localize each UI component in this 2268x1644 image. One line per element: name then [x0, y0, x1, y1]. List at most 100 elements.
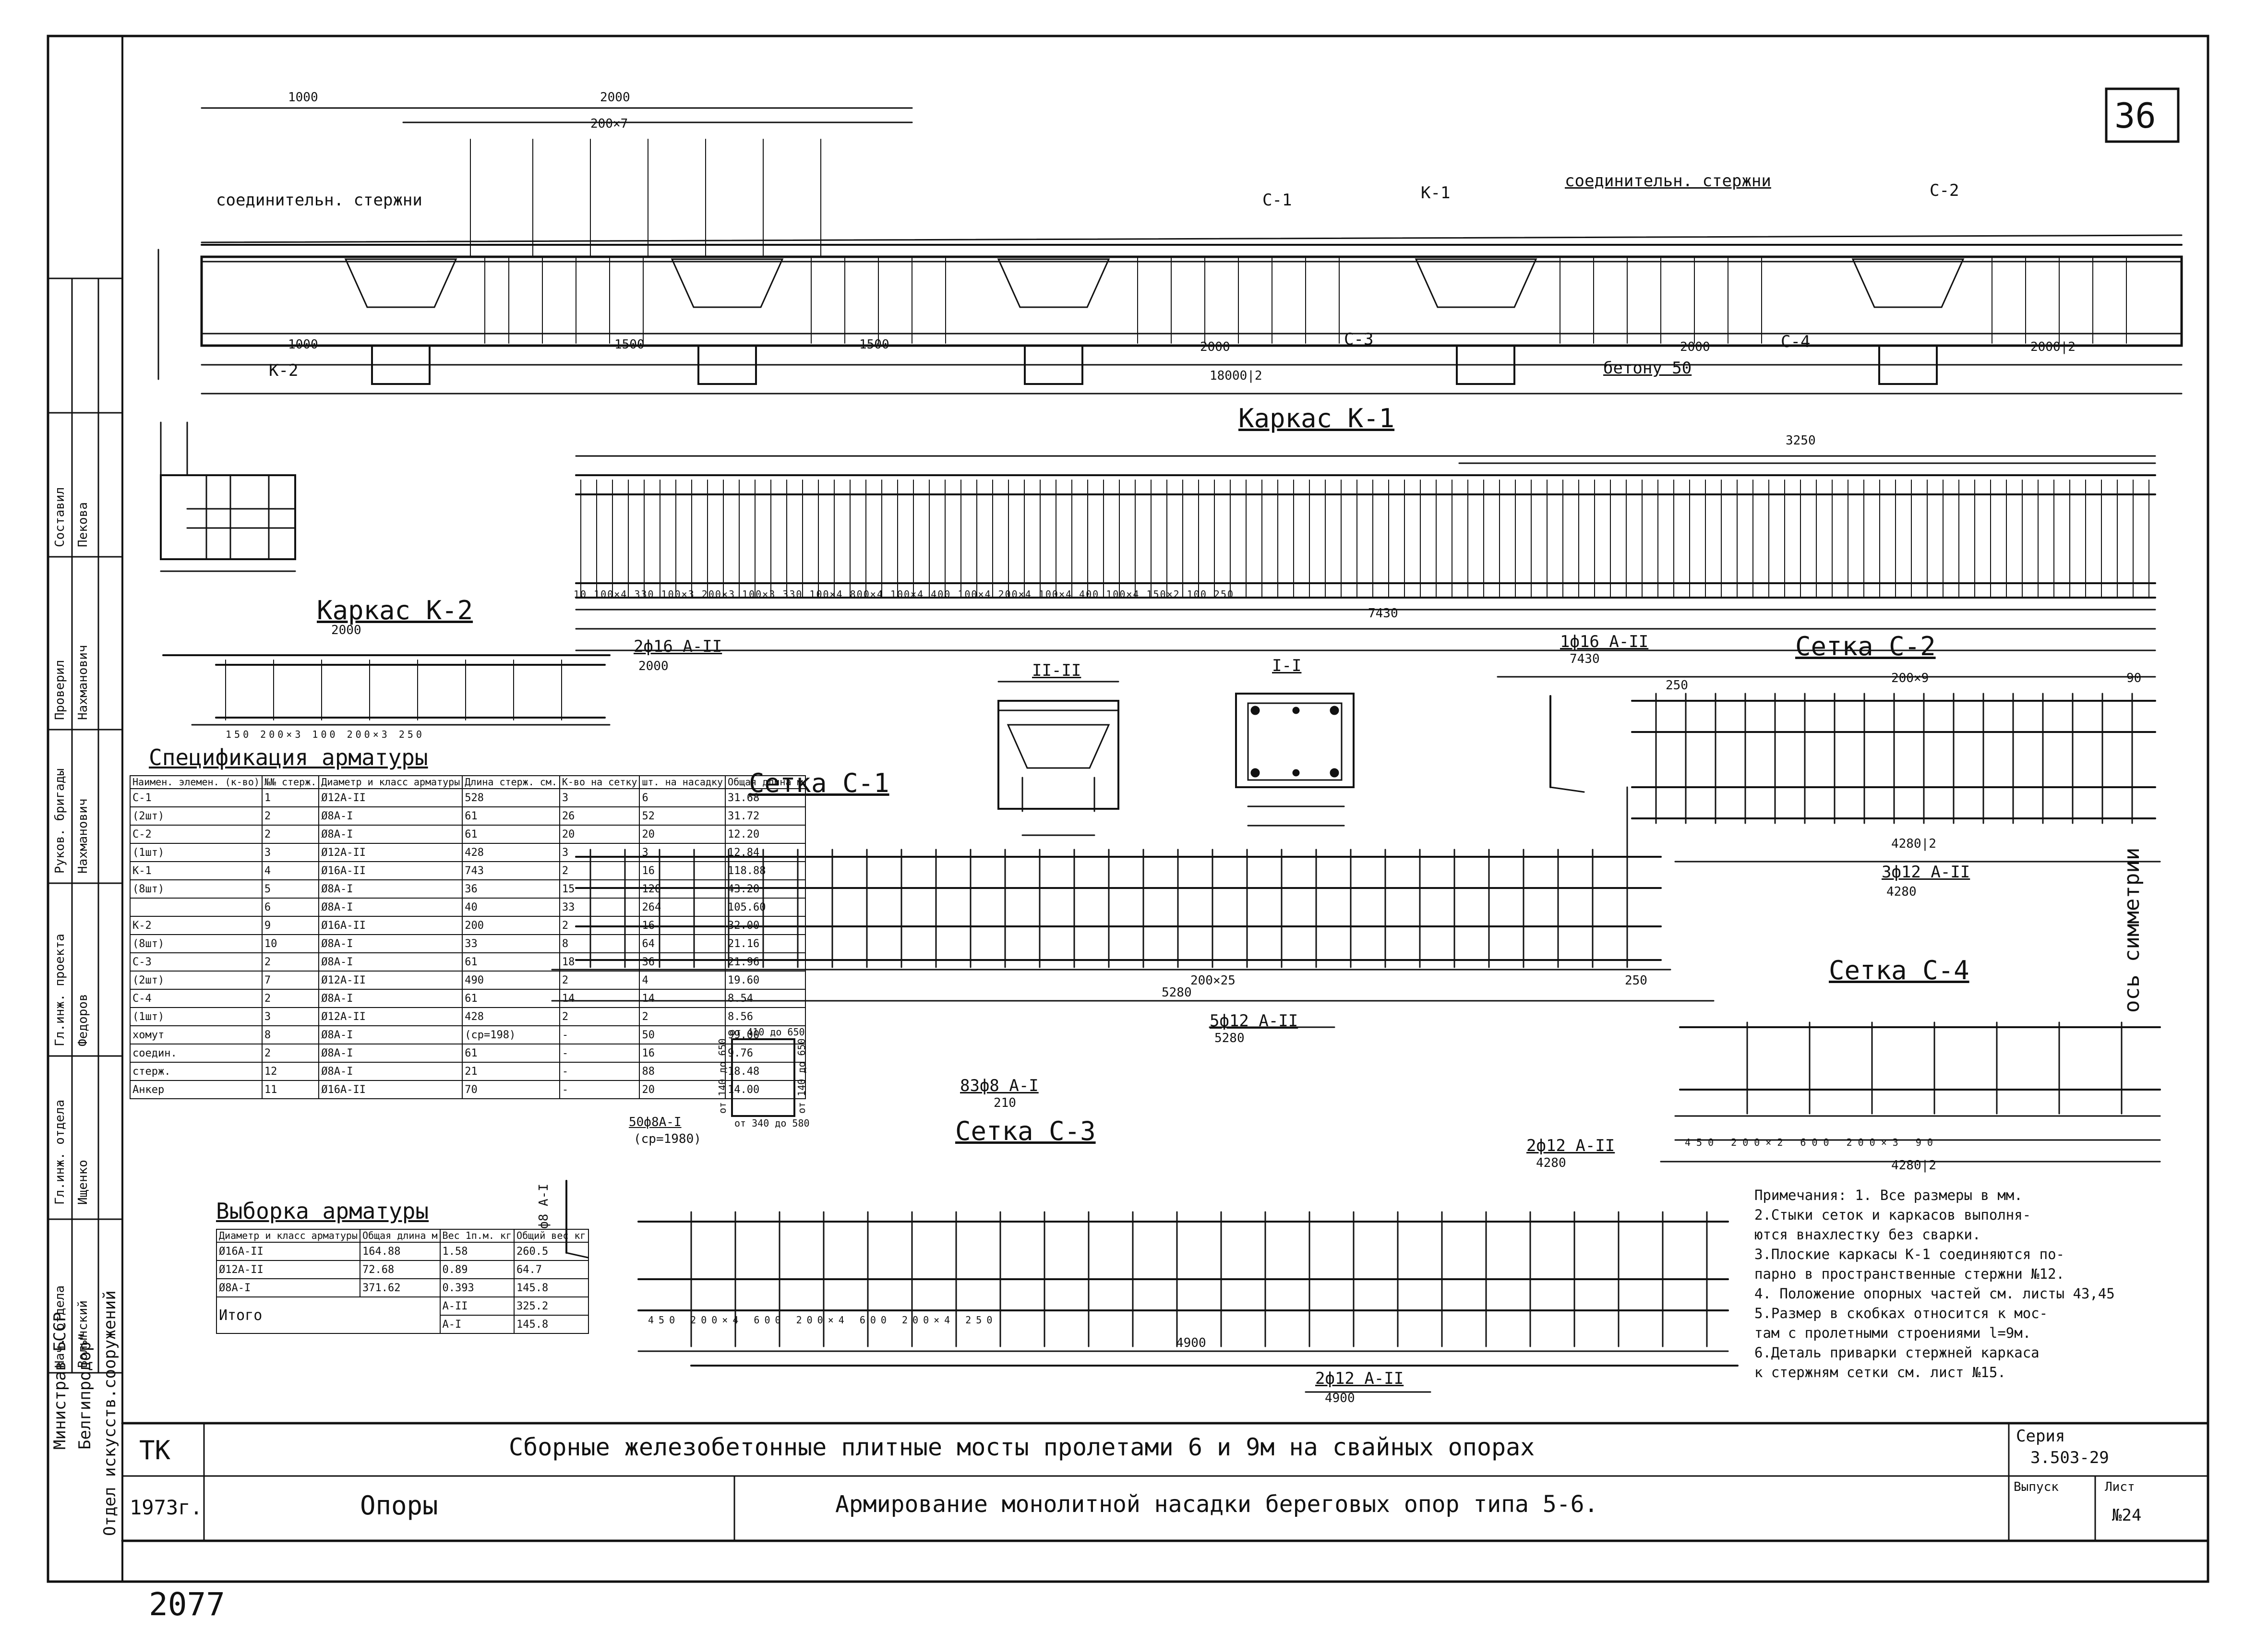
vyborka-total-class-1: А-II — [439, 1296, 515, 1316]
spec-cell: 61 — [462, 825, 560, 844]
spec-cell: 21.96 — [725, 952, 806, 972]
spec-cell: 21 — [462, 1062, 560, 1081]
spec-cell: 20 — [559, 825, 640, 844]
dim-c1-200x25: 200×25 — [1190, 973, 1236, 988]
role-3: Гл.инж. проекта — [53, 934, 67, 1046]
spec-cell: 31.72 — [725, 806, 806, 826]
dim-overall: 18000|2 — [1210, 369, 1262, 383]
spec-cell: Анкер — [130, 1080, 263, 1099]
spec-cell: 4 — [261, 861, 320, 880]
connecting-bars-label: соединительн. стержни — [216, 191, 422, 210]
spec-cell: К-1 — [130, 861, 263, 880]
dim-bot-2000b: 2000 — [1680, 340, 1710, 354]
role-name-2: Ищенко — [76, 1160, 90, 1205]
spec-cell: 20 — [639, 825, 726, 844]
spec-cell: стерж. — [130, 1062, 263, 1081]
sheet-number-box — [2105, 87, 2180, 143]
setka-c3-cross-bars — [690, 1211, 1708, 1347]
spec-cell: 8.56 — [725, 1007, 806, 1026]
spec-cell: 31.68 — [725, 788, 806, 807]
issue-label: Выпуск — [2014, 1480, 2059, 1494]
note-line: ются внахлестку без сварки. — [1754, 1226, 1981, 1243]
vyborka-title: Выборка арматуры — [216, 1198, 429, 1224]
spec-cell: 7 — [261, 971, 320, 990]
spec-header-3: Длина стерж. см. — [462, 775, 560, 789]
spec-cell: (8шт) — [130, 879, 263, 899]
note-line: 4. Положение опорных частей см. листы 43… — [1754, 1285, 2115, 1302]
spec-cell: Ø8А-I — [318, 1044, 463, 1063]
spec-cell: 6 — [261, 898, 320, 917]
setka-c4-label: Сетка С-4 — [1829, 955, 1969, 985]
spec-cell: 50 — [639, 1025, 726, 1044]
notes-block: Примечания: 1. Все размеры в мм.2.Стыки … — [1754, 1186, 2115, 1382]
role-name-3: Федоров — [76, 994, 90, 1046]
bar-3-spec: 3ф12 А-II — [1882, 863, 1970, 882]
part-title: Опоры — [360, 1490, 438, 1521]
spec-cell: 4 — [639, 971, 726, 990]
role-6: Составил — [53, 487, 67, 547]
setka-c3 — [637, 1221, 1739, 1393]
spec-cell: Ø8А-I — [318, 952, 463, 972]
bar-5-spec: 2ф12 А-II — [1526, 1136, 1615, 1155]
dim-c4-4280: 4280|2 — [1891, 1158, 1936, 1173]
sheet-label: Лист — [2105, 1480, 2135, 1494]
spec-cell: соедин. — [130, 1044, 263, 1063]
vyborka-cell: 371.62 — [359, 1278, 441, 1297]
spec-cell: 2 — [261, 806, 320, 826]
spec-cell: 19.60 — [725, 971, 806, 990]
note-line: Примечания: 1. Все размеры в мм. — [1754, 1187, 2023, 1203]
note-line: 6.Деталь приварки стержней каркаса — [1754, 1344, 2040, 1361]
spec-title: Спецификация арматуры — [149, 744, 428, 770]
spec-cell: 14.00 — [725, 1080, 806, 1099]
role-2: Гл.инж. отдела — [53, 1099, 67, 1205]
detail-bottom: от 340 до 580 — [734, 1117, 810, 1129]
spec-cell: 21.16 — [725, 934, 806, 953]
spec-cell: Ø8А-I — [318, 879, 463, 899]
karkas-k1-label: Каркас К-1 — [1238, 403, 1395, 433]
vyborka-header-3: Общий вес кг — [514, 1229, 589, 1243]
spec-cell: 8.54 — [725, 989, 806, 1008]
spec-header-1: №№ стерж. — [261, 775, 320, 789]
spec-cell: С-1 — [130, 788, 263, 807]
spec-cell: (2шт) — [130, 971, 263, 990]
spec-cell: 1 — [261, 788, 320, 807]
bar-8-len: (ср=1980) — [634, 1132, 701, 1146]
spec-cell: 61 — [462, 989, 560, 1008]
spec-cell: 32.00 — [725, 916, 806, 935]
bar-7-len: 4900 — [1325, 1391, 1355, 1405]
spec-cell: 12.20 — [725, 825, 806, 844]
spec-cell: 2 — [559, 861, 640, 880]
c4-tag: С-4 — [1781, 332, 1811, 351]
dim-top-1000: 1000 — [288, 90, 318, 105]
beton-label: бетону 50 — [1603, 359, 1692, 378]
karkas-k2-stirrups — [225, 660, 562, 720]
karkas-k1 — [575, 455, 2156, 630]
spec-cell: 64 — [639, 934, 726, 953]
spec-cell: Ø12А-II — [318, 843, 463, 862]
vyborka-cell: Ø8А-I — [216, 1278, 360, 1297]
main-title: Сборные железобетонные плитные мосты про… — [509, 1433, 1535, 1461]
spec-cell: (ср=198) — [462, 1025, 560, 1044]
spec-cell: 8 — [559, 934, 640, 953]
dim-c2-90: 90 — [2126, 671, 2142, 685]
dim-k1-3250: 3250 — [1786, 433, 1816, 448]
spec-cell: 428 — [462, 1007, 560, 1026]
setka-c4 — [1660, 1026, 2161, 1163]
role-name-4: Нахманович — [76, 798, 90, 874]
note-line: 3.Плоские каркасы К-1 соединяются по- — [1754, 1246, 2065, 1262]
spec-cell: 16 — [639, 861, 726, 880]
spec-cell: 2 — [261, 1044, 320, 1063]
spec-cell: 5 — [261, 879, 320, 899]
vyborka-total-class-2: А-I — [439, 1315, 515, 1334]
spec-cell: 61 — [462, 806, 560, 826]
spec-cell: 3 — [261, 843, 320, 862]
spec-cell: хомут — [130, 1025, 263, 1044]
vyborka-cell: 260.5 — [514, 1242, 589, 1261]
c1-tag: С-1 — [1262, 191, 1292, 210]
